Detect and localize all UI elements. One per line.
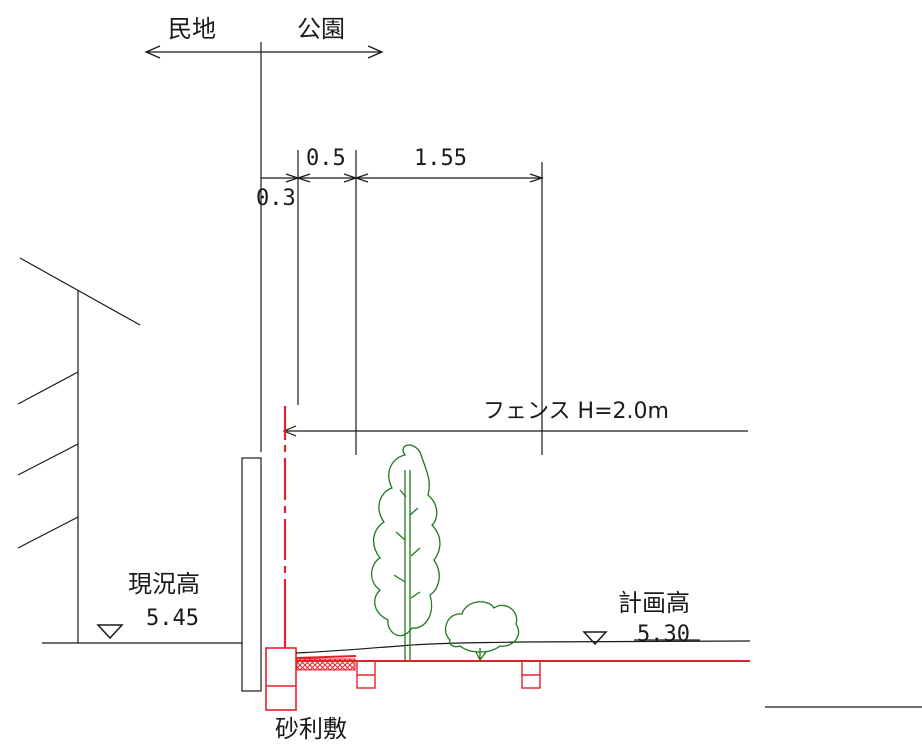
dimension-0-5: 0.5 bbox=[306, 146, 346, 171]
existing-level-triangle-icon bbox=[96, 624, 124, 640]
label-private-land: 民地 bbox=[168, 15, 216, 43]
small-footing bbox=[356, 660, 541, 689]
dimension-1-55: 1.55 bbox=[414, 146, 467, 171]
label-planned-level: 計画高 bbox=[618, 589, 690, 617]
neighbor-building bbox=[17, 257, 141, 643]
existing-level-value: 5.45 bbox=[146, 606, 199, 631]
label-gravel: 砂利敷 bbox=[275, 715, 347, 743]
gravel-hatch bbox=[296, 658, 356, 671]
planned-ground-line bbox=[295, 655, 750, 662]
label-park: 公園 bbox=[297, 15, 345, 43]
label-existing-level: 現況高 bbox=[128, 570, 200, 598]
planned-ground-surface bbox=[295, 640, 751, 654]
planned-level-value: 5.30 bbox=[637, 622, 690, 647]
planned-level-triangle-icon bbox=[582, 631, 608, 646]
boundary-arrow bbox=[144, 45, 384, 59]
dimension-lines bbox=[261, 173, 544, 183]
dimension-0-3: 0.3 bbox=[256, 186, 296, 211]
shrub bbox=[445, 601, 520, 661]
extension-lines bbox=[260, 42, 543, 455]
fence-leader bbox=[282, 425, 748, 437]
fence-foundation bbox=[265, 647, 297, 711]
tall-tree bbox=[371, 444, 441, 660]
boundary-wall bbox=[241, 457, 262, 692]
label-fence: フェンス H=2.0m bbox=[483, 399, 669, 424]
